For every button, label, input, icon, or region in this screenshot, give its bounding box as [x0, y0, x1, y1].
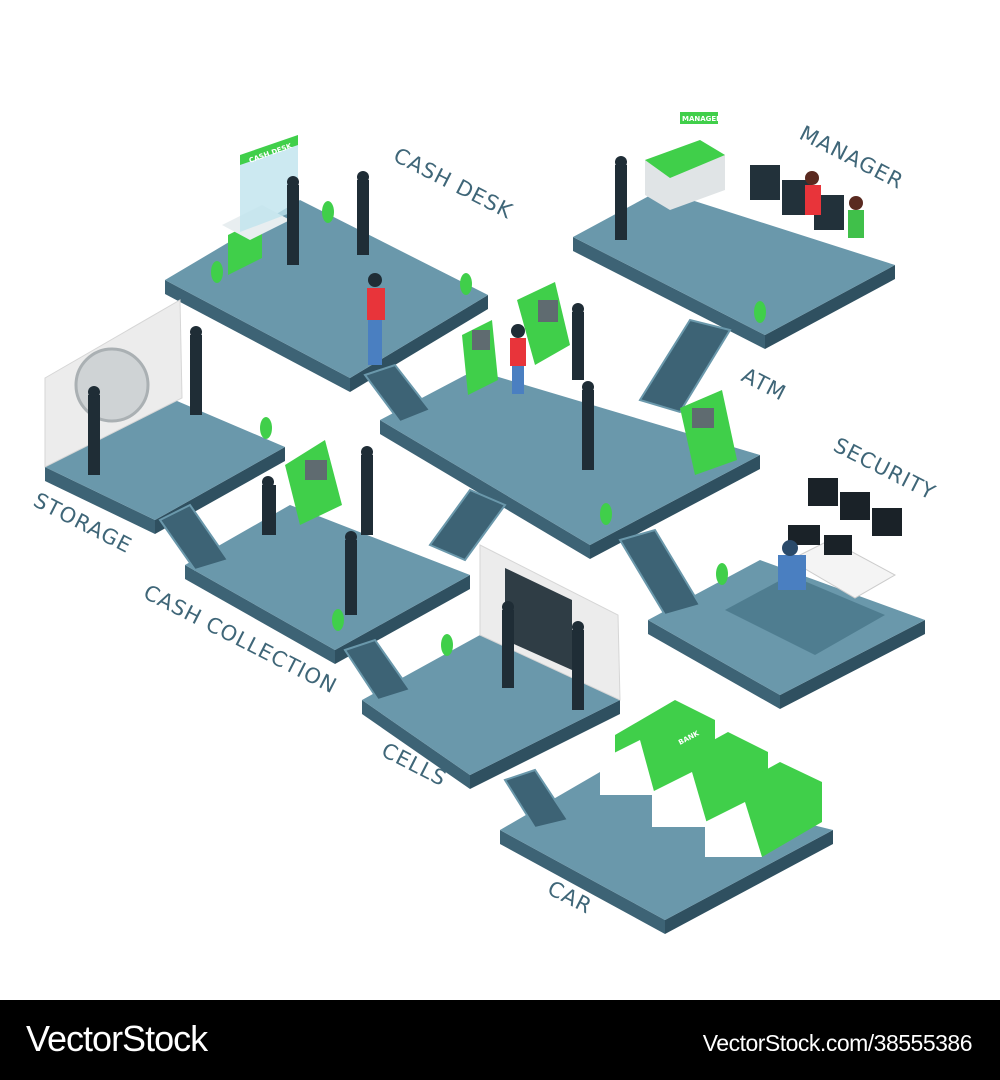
platform-car [500, 772, 833, 934]
cash-desk: CASH DESK [222, 135, 298, 275]
watermark-bar: VectorStock VectorStock.com/38555386 [0, 1000, 1000, 1080]
safe-deposit-cells [505, 568, 572, 670]
people [88, 156, 864, 710]
watermark-url: VectorStock.com/38555386 [702, 1030, 973, 1056]
platform-atm [380, 370, 760, 559]
plants [211, 201, 766, 656]
atm-machines [285, 282, 737, 525]
label-cash-desk: CASH DESK [390, 143, 517, 224]
platform-cash-desk [165, 200, 488, 392]
watermark-brand: VectorStock [26, 1018, 208, 1059]
security-desk [788, 478, 902, 599]
label-atm: ATM [738, 363, 790, 406]
platform-security [648, 560, 925, 709]
bank-isometric-illustration: CASH DESK MANAGER BANK [30, 112, 940, 934]
bank-trucks: BANK [600, 700, 822, 857]
platform-manager [573, 190, 895, 349]
manager-sign: MANAGER [682, 115, 722, 123]
manager-desk: MANAGER [645, 112, 844, 230]
stairs [158, 318, 732, 830]
